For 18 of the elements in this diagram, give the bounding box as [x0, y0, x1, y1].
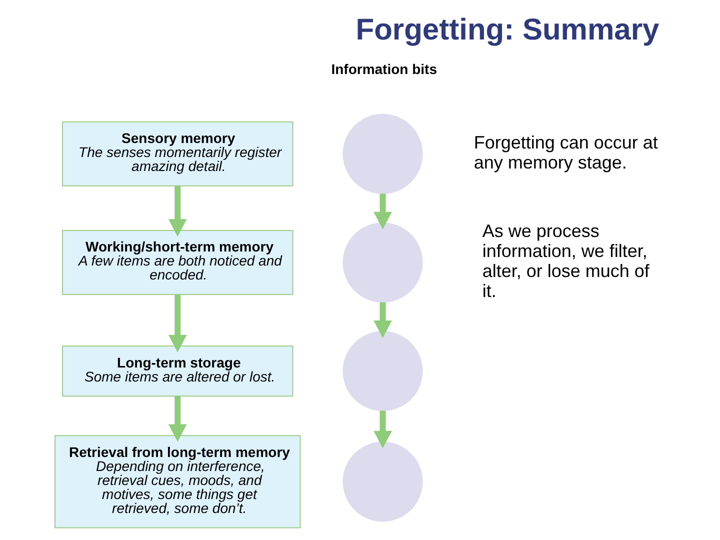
node-box: Sensory memory The senses momentarily register amazing detail.: [62, 121, 293, 186]
node-circle: [342, 331, 422, 412]
label: Information bits: [330, 61, 437, 78]
node-box: Long-term storage Some items are altered or lost.: [62, 346, 293, 397]
node-box: Retrieval from long-term memory Depending on interference, retrieval cues, moods, and motives, some things get retrieved, some don’t.: [54, 435, 300, 528]
diagram-title: Forgetting: Summary: [355, 13, 659, 46]
arrow: [168, 294, 186, 352]
node-circle: [342, 114, 422, 194]
node-circle: [342, 222, 422, 303]
label: Forgetting can occur at any memory stage.: [473, 132, 658, 172]
arrow: [373, 194, 392, 230]
arrow: [168, 186, 186, 237]
node-box: Working/short-term memory A few items are both noticed and encoded.: [62, 230, 293, 296]
label: As we process information, we filter, alter, or lose much of it.: [482, 220, 649, 301]
node-circle: [342, 442, 422, 522]
arrow: [373, 410, 392, 448]
arrow: [168, 396, 186, 442]
arrow: [373, 302, 392, 338]
